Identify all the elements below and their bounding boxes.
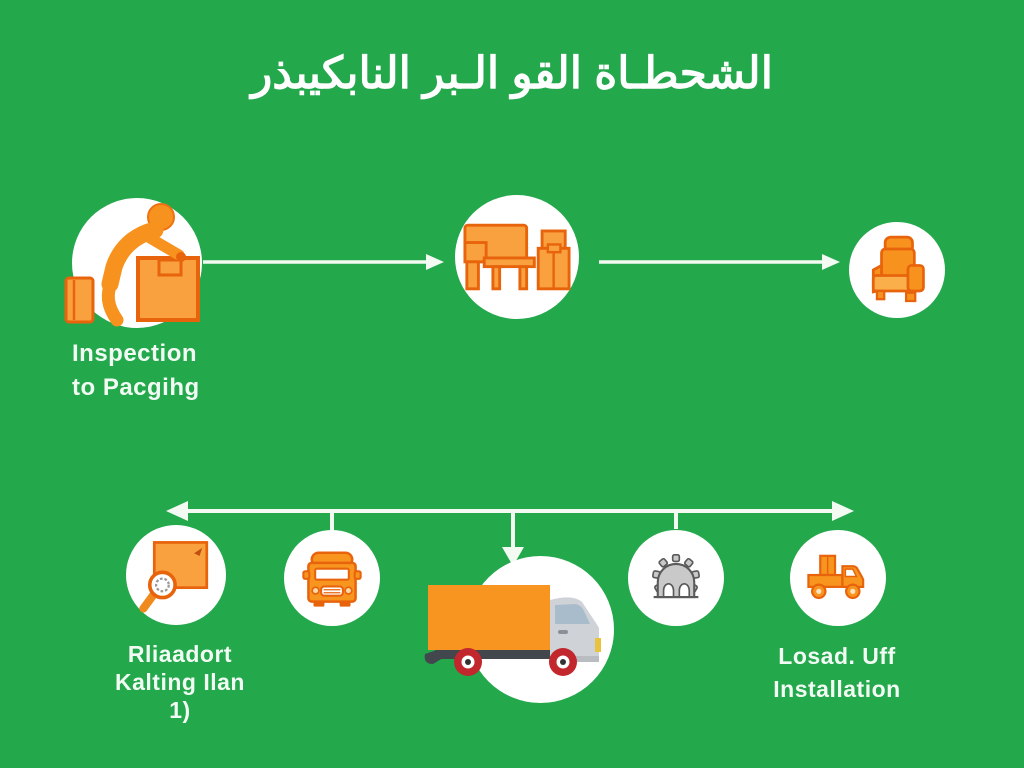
- bottom-left-line2: Kalting Ilan: [115, 669, 245, 695]
- page-title: الشحطـاة القو الـبر النابكيبذر: [251, 49, 773, 98]
- bottom-left-line3: 1): [169, 697, 191, 723]
- bottom-right-line1: Losad. Uff: [778, 643, 896, 669]
- gear-icon: [652, 553, 700, 599]
- bottom-left-line1: Rliaadort: [127, 641, 233, 667]
- pickup-truck-icon: [807, 554, 865, 600]
- node-board-circle: [126, 525, 226, 625]
- node-pickup-circle: [790, 530, 886, 626]
- double-arrow-timeline-icon: [166, 501, 854, 566]
- step-inspection-label: Inspection to Pacgihg: [72, 337, 200, 405]
- furniture-icon: [463, 223, 571, 291]
- step-delivery-circle: [849, 222, 945, 318]
- step-label-line2: to Pacgihg: [72, 374, 200, 401]
- bottom-right-label: Losad. Uff Installation: [757, 640, 917, 706]
- step-furniture-circle: [455, 195, 579, 319]
- bottom-left-label: Rliaadort Kalting Ilan 1): [100, 640, 260, 724]
- board-magnifier-icon: [139, 541, 209, 613]
- node-gear-circle: [628, 530, 724, 626]
- armchair-icon: [871, 235, 925, 303]
- van-front-icon: [302, 551, 362, 607]
- arrow-right-icon: [203, 254, 444, 270]
- moving-truck-icon: [424, 585, 601, 676]
- arrow-right-icon: [599, 254, 840, 270]
- bottom-right-line2: Installation: [773, 676, 901, 702]
- step-label-line1: Inspection: [72, 340, 198, 367]
- node-van-circle: [284, 530, 380, 626]
- person-packing-icon: [64, 203, 200, 327]
